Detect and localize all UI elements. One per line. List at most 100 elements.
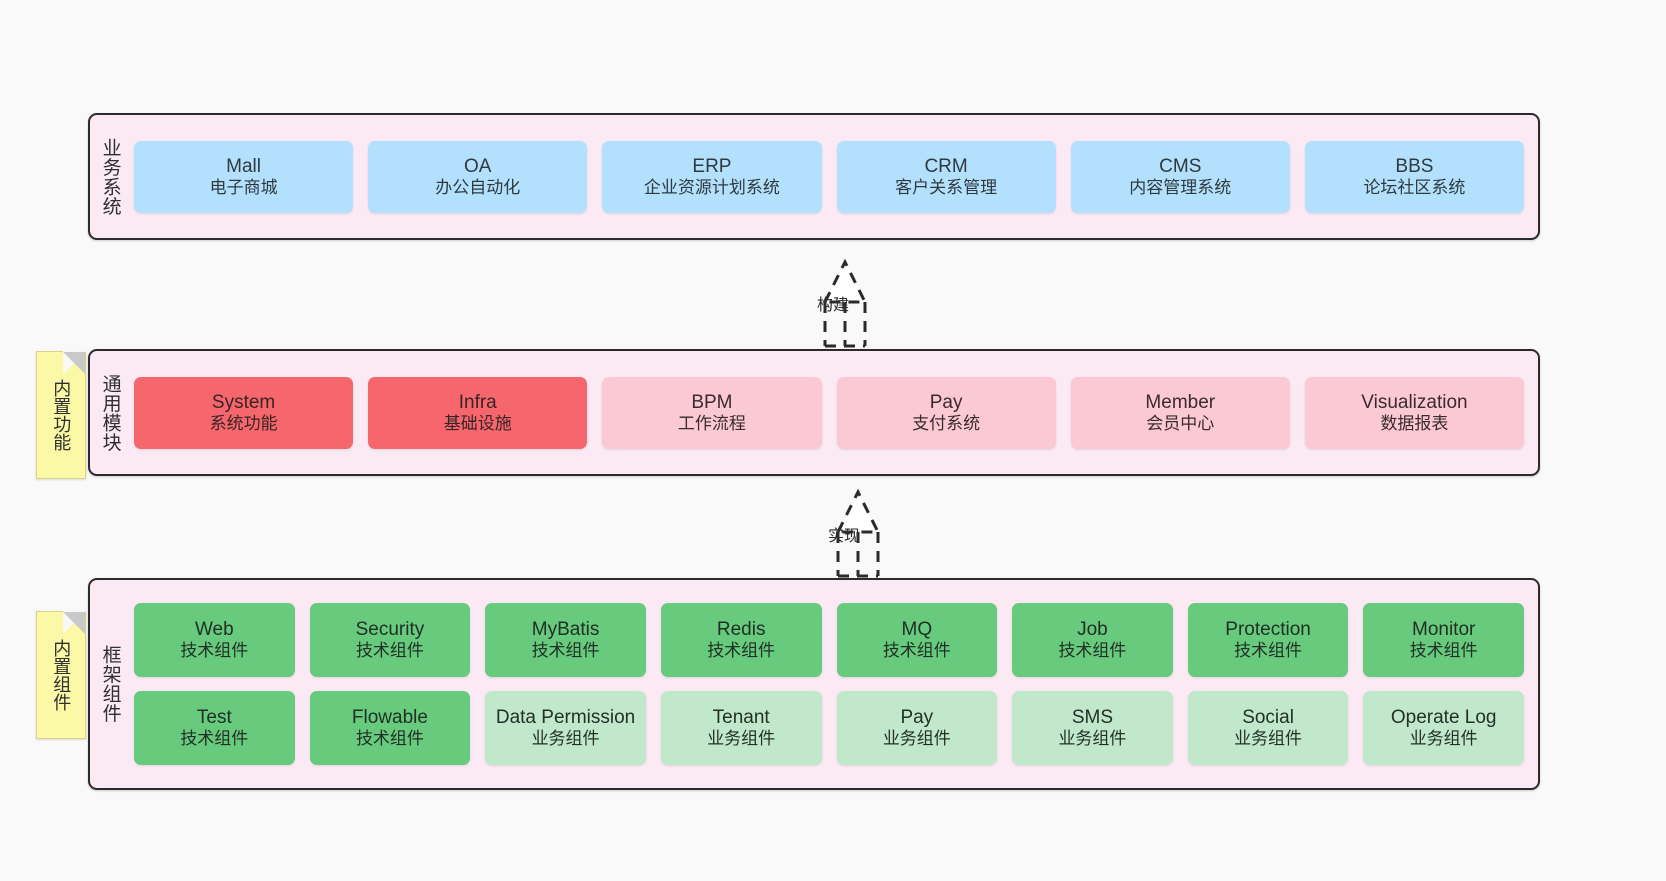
- card-member[interactable]: Member 会员中心: [1070, 376, 1290, 449]
- card-mall[interactable]: Mall 电子商城: [134, 140, 354, 213]
- card-infra[interactable]: Infra 基础设施: [368, 376, 588, 449]
- card-title: Flowable: [351, 707, 428, 729]
- card-subtitle: 业务组件: [531, 729, 600, 749]
- card-subtitle: 基础设施: [443, 413, 512, 433]
- layer-business-systems: 业务系统 Mall 电子商城 OA 办公自动化 ERP 企业资源计划系统 CRM…: [88, 113, 1540, 240]
- card-title: BPM: [691, 391, 733, 413]
- card-title: Mall: [226, 155, 261, 177]
- card-title: ERP: [692, 155, 732, 177]
- card-subtitle: 业务组件: [707, 729, 776, 749]
- card-row: Test 技术组件 Flowable 技术组件 Data Permission …: [134, 691, 1524, 765]
- card-pay[interactable]: Pay 支付系统: [836, 376, 1056, 449]
- card-subtitle: 技术组件: [1058, 641, 1127, 661]
- card-subtitle: 会员中心: [1146, 413, 1215, 433]
- generalization-arrowhead-icon: [835, 488, 881, 534]
- card-title: Pay: [929, 391, 963, 413]
- card-title: Social: [1242, 707, 1294, 729]
- generalization-arrowhead-icon: [822, 258, 868, 304]
- card-subtitle: 技术组件: [707, 641, 776, 661]
- card-subtitle: 业务组件: [1234, 729, 1303, 749]
- card-bbs[interactable]: BBS 论坛社区系统: [1304, 140, 1525, 213]
- card-subtitle: 工作流程: [677, 413, 746, 433]
- card-subtitle: 数据报表: [1380, 413, 1449, 433]
- card-social[interactable]: Social 业务组件: [1187, 691, 1349, 765]
- layer-body-business: Mall 电子商城 OA 办公自动化 ERP 企业资源计划系统 CRM 客户关系…: [130, 115, 1538, 238]
- card-subtitle: 内容管理系统: [1129, 177, 1232, 197]
- card-title: Redis: [716, 619, 766, 641]
- card-protection[interactable]: Protection 技术组件: [1187, 603, 1349, 677]
- layer-title-business: 业务系统: [99, 137, 121, 216]
- card-subtitle: 业务组件: [1058, 729, 1127, 749]
- card-tenant[interactable]: Tenant 业务组件: [660, 691, 822, 765]
- card-test[interactable]: Test 技术组件: [134, 691, 295, 765]
- card-title: Visualization: [1361, 391, 1468, 413]
- card-job[interactable]: Job 技术组件: [1012, 603, 1173, 677]
- card-subtitle: 客户关系管理: [895, 177, 998, 197]
- card-oa[interactable]: OA 办公自动化: [368, 140, 588, 213]
- card-subtitle: 技术组件: [355, 729, 424, 749]
- card-title: CMS: [1159, 155, 1202, 177]
- card-title: Data Permission: [495, 707, 636, 729]
- card-title: Protection: [1225, 619, 1311, 641]
- card-subtitle: 企业资源计划系统: [643, 177, 780, 197]
- card-title: MQ: [901, 619, 933, 641]
- card-title: Job: [1077, 619, 1108, 641]
- card-bpm[interactable]: BPM 工作流程: [602, 376, 822, 449]
- card-row: Web 技术组件 Security 技术组件 MyBatis 技术组件 Redi…: [134, 603, 1524, 677]
- card-subtitle: 论坛社区系统: [1363, 177, 1466, 197]
- card-subtitle: 技术组件: [1234, 641, 1303, 661]
- card-data-permission[interactable]: Data Permission 业务组件: [485, 691, 646, 765]
- card-subtitle: 支付系统: [912, 413, 981, 433]
- card-redis[interactable]: Redis 技术组件: [660, 603, 822, 677]
- card-flowable[interactable]: Flowable 技术组件: [309, 691, 471, 765]
- layer-body-framework: Web 技术组件 Security 技术组件 MyBatis 技术组件 Redi…: [130, 580, 1538, 788]
- card-visualization[interactable]: Visualization 数据报表: [1304, 376, 1525, 449]
- card-subtitle: 技术组件: [531, 641, 600, 661]
- card-title: Security: [355, 619, 425, 641]
- layer-common-modules: 通用模块 System 系统功能 Infra 基础设施 BPM 工作流程 Pay…: [88, 349, 1540, 476]
- note-label: 内置组件: [51, 639, 72, 711]
- connector-implement: 实现: [768, 486, 948, 578]
- card-row: System 系统功能 Infra 基础设施 BPM 工作流程 Pay 支付系统…: [134, 376, 1525, 449]
- card-operate-log[interactable]: Operate Log 业务组件: [1363, 691, 1524, 765]
- card-system[interactable]: System 系统功能: [134, 376, 354, 449]
- card-title: MyBatis: [531, 619, 600, 641]
- card-title: Member: [1145, 391, 1216, 413]
- card-crm[interactable]: CRM 客户关系管理: [836, 140, 1056, 213]
- card-mq[interactable]: MQ 技术组件: [836, 603, 998, 677]
- note-label: 内置功能: [51, 379, 72, 451]
- card-title: Pay: [900, 707, 934, 729]
- card-title: Monitor: [1412, 619, 1476, 641]
- card-row: Mall 电子商城 OA 办公自动化 ERP 企业资源计划系统 CRM 客户关系…: [134, 140, 1525, 213]
- layer-title-common: 通用模块: [99, 373, 121, 452]
- note-builtin-components: 内置组件: [36, 611, 86, 739]
- connector-implement-label: 实现: [828, 528, 861, 545]
- card-title: CRM: [924, 155, 968, 177]
- card-security[interactable]: Security 技术组件: [309, 603, 471, 677]
- card-subtitle: 技术组件: [355, 641, 424, 661]
- connector-build: 构建: [755, 256, 935, 348]
- card-subtitle: 电子商城: [209, 177, 278, 197]
- connector-build-label: 构建: [817, 297, 850, 314]
- card-mybatis[interactable]: MyBatis 技术组件: [485, 603, 646, 677]
- card-title: OA: [464, 155, 492, 177]
- card-pay-business[interactable]: Pay 业务组件: [836, 691, 998, 765]
- layer-body-common: System 系统功能 Infra 基础设施 BPM 工作流程 Pay 支付系统…: [130, 351, 1538, 474]
- card-monitor[interactable]: Monitor 技术组件: [1363, 603, 1524, 677]
- card-title: Test: [196, 707, 232, 729]
- card-title: BBS: [1395, 155, 1434, 177]
- layer-framework-components: 框架组件 Web 技术组件 Security 技术组件 MyBatis 技术组件…: [88, 578, 1540, 790]
- card-subtitle: 业务组件: [882, 729, 951, 749]
- card-subtitle: 业务组件: [1409, 729, 1478, 749]
- card-title: System: [211, 391, 276, 413]
- card-title: Web: [194, 619, 234, 641]
- card-title: SMS: [1071, 707, 1114, 729]
- card-erp[interactable]: ERP 企业资源计划系统: [602, 140, 822, 213]
- card-cms[interactable]: CMS 内容管理系统: [1070, 140, 1290, 213]
- card-subtitle: 系统功能: [209, 413, 278, 433]
- card-subtitle: 技术组件: [882, 641, 951, 661]
- card-sms[interactable]: SMS 业务组件: [1012, 691, 1173, 765]
- card-web[interactable]: Web 技术组件: [134, 603, 295, 677]
- card-title: Infra: [458, 391, 497, 413]
